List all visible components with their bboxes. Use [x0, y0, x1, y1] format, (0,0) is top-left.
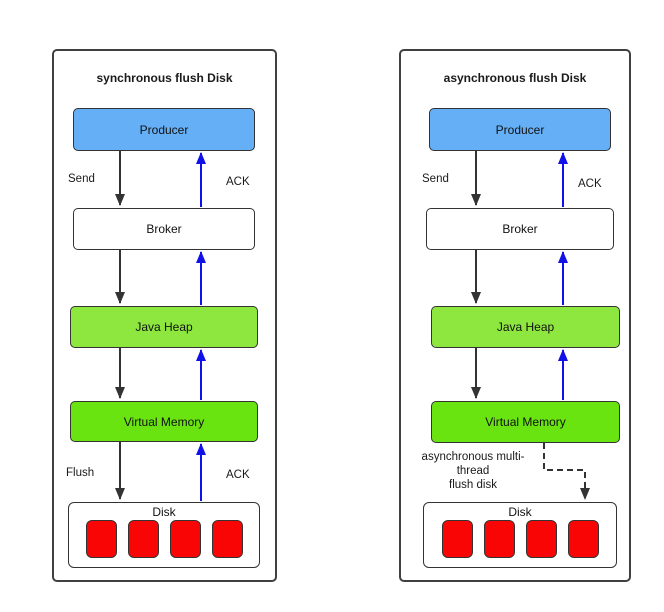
- disk-label: Disk: [152, 505, 176, 519]
- broker-node: Broker: [73, 208, 255, 250]
- disk-block: [169, 520, 201, 558]
- java-heap-node: Java Heap: [431, 306, 620, 348]
- send-label: Send: [422, 173, 449, 185]
- panel-title-asynchronous: asynchronous flush Disk: [443, 71, 587, 85]
- disk-blocks: [424, 520, 616, 558]
- disk-blocks: [69, 520, 259, 558]
- disk-block: [567, 520, 599, 558]
- disk-block: [483, 520, 515, 558]
- panel-synchronous-flush: synchronous flush Disk Producer Broker J…: [52, 49, 277, 582]
- disk-node: Disk: [68, 502, 260, 568]
- disk-block: [211, 520, 243, 558]
- send-label: Send: [68, 173, 95, 185]
- async-flush-dashed-arrow: [543, 443, 590, 500]
- disk-block: [441, 520, 473, 558]
- producer-node: Producer: [429, 108, 611, 151]
- disk-node: Disk: [423, 502, 617, 568]
- java-heap-node: Java Heap: [70, 306, 258, 348]
- ack-label-top: ACK: [226, 176, 250, 188]
- ack-label-top: ACK: [578, 178, 602, 190]
- broker-node: Broker: [426, 208, 614, 250]
- disk-label: Disk: [508, 505, 532, 519]
- virtual-memory-node: Virtual Memory: [431, 401, 620, 443]
- async-flush-note: asynchronous multi- thread flush disk: [421, 451, 525, 491]
- producer-node: Producer: [73, 108, 255, 151]
- panel-asynchronous-flush: asynchronous flush Disk Producer Broker …: [399, 49, 631, 582]
- panel-title-synchronous: synchronous flush Disk: [96, 71, 233, 85]
- disk-block: [85, 520, 117, 558]
- ack-label-bottom: ACK: [226, 469, 250, 481]
- virtual-memory-node: Virtual Memory: [70, 401, 258, 442]
- disk-block: [127, 520, 159, 558]
- flush-label: Flush: [66, 467, 95, 479]
- disk-block: [525, 520, 557, 558]
